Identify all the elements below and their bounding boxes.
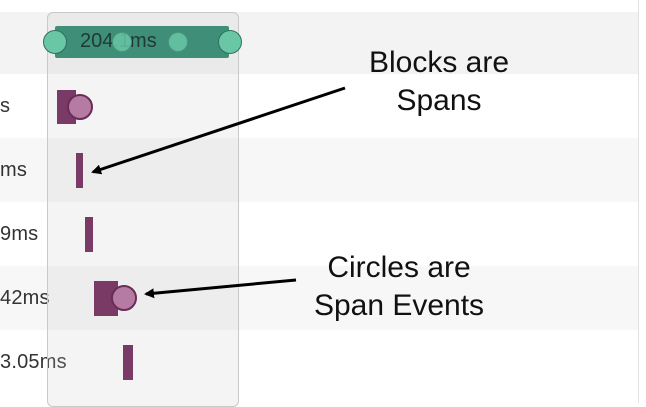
range-inner-handle[interactable] [112, 32, 132, 52]
row-duration-label: 3.05ms [0, 351, 67, 373]
arrow-to-span [91, 86, 346, 175]
annotation-spans-line1: Blocks are [368, 46, 510, 79]
annotation-events-line1: Circles are [327, 251, 471, 284]
time-range-bar[interactable] [55, 26, 229, 58]
range-inner-handle[interactable] [168, 32, 188, 52]
annotation-events: Circles are Span Events [296, 249, 502, 325]
range-end-handle[interactable] [218, 30, 242, 54]
range-start-handle[interactable] [43, 30, 67, 54]
annotation-spans: Blocks are Spans [348, 44, 530, 120]
span-block[interactable] [85, 217, 93, 252]
span-event-circle[interactable] [67, 94, 93, 120]
annotation-spans-line2: Spans [396, 84, 482, 117]
row-duration-label: ms [0, 159, 28, 181]
trace-row[interactable] [0, 138, 638, 202]
row-duration-label: 9ms [0, 223, 39, 245]
span-event-circle[interactable] [111, 285, 137, 311]
row-duration-label: s [0, 95, 11, 117]
span-block[interactable] [76, 153, 83, 188]
panel-right-border [638, 0, 639, 403]
viewport-window[interactable] [47, 12, 239, 407]
arrow-to-event [144, 278, 297, 299]
span-block[interactable] [123, 345, 133, 380]
row-duration-label: 42ms [0, 287, 50, 309]
annotation-events-line2: Span Events [313, 289, 485, 322]
